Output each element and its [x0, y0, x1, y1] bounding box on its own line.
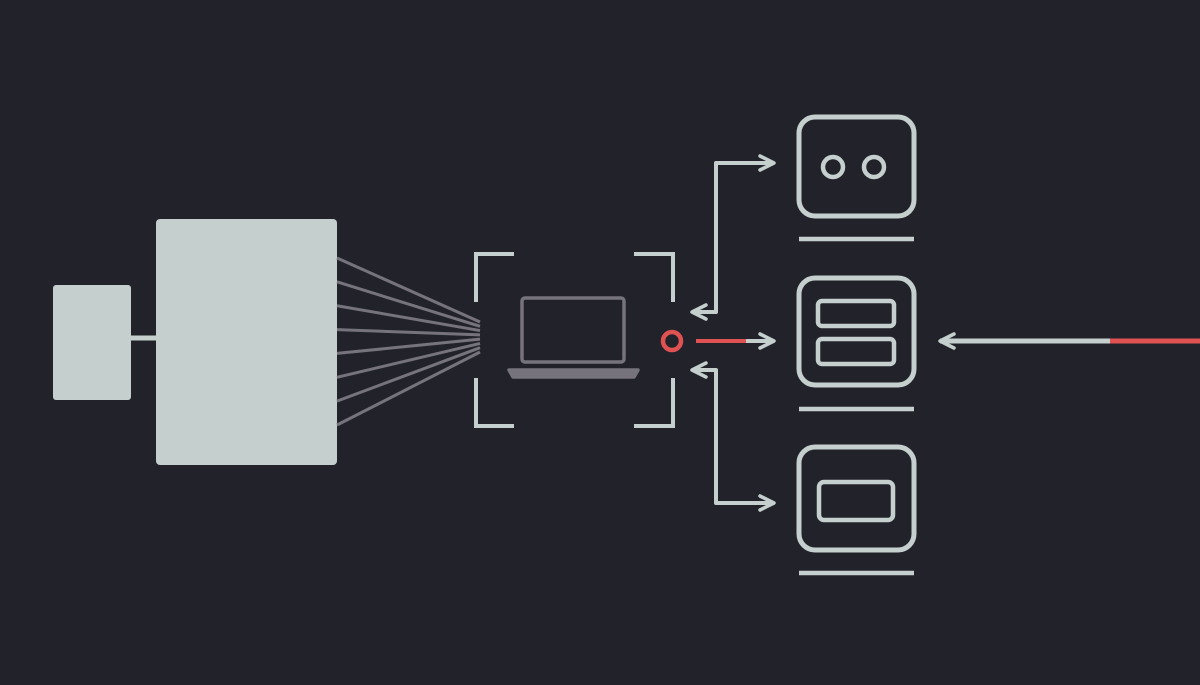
card-bottom [796, 444, 917, 576]
fan-line [336, 280, 481, 328]
card-middle [796, 275, 917, 412]
fan-line [336, 337, 481, 355]
single-bar-card-icon [796, 444, 917, 553]
fan-line [336, 350, 481, 427]
top-card-elbow-connector [714, 154, 776, 260]
laptop-icon [507, 296, 640, 379]
top-card-elbow-return [690, 260, 718, 321]
bottom-card-elbow-return [690, 361, 718, 430]
fan-line [336, 256, 481, 324]
laptop-target [474, 252, 675, 428]
fan-connectors [336, 256, 481, 427]
fan-line [336, 304, 481, 333]
fan-line [336, 341, 481, 379]
two-bars-card-icon [796, 275, 917, 388]
red-ring-icon [660, 329, 684, 353]
large-block [156, 219, 337, 465]
two-circles-card-icon [796, 114, 917, 219]
hub-point [660, 329, 684, 353]
fan-line [336, 346, 481, 403]
card-top [796, 114, 917, 242]
fan-line [336, 328, 481, 337]
corner-brackets [474, 252, 675, 428]
small-block [53, 285, 131, 400]
bottom-card-elbow-connector [714, 430, 776, 512]
